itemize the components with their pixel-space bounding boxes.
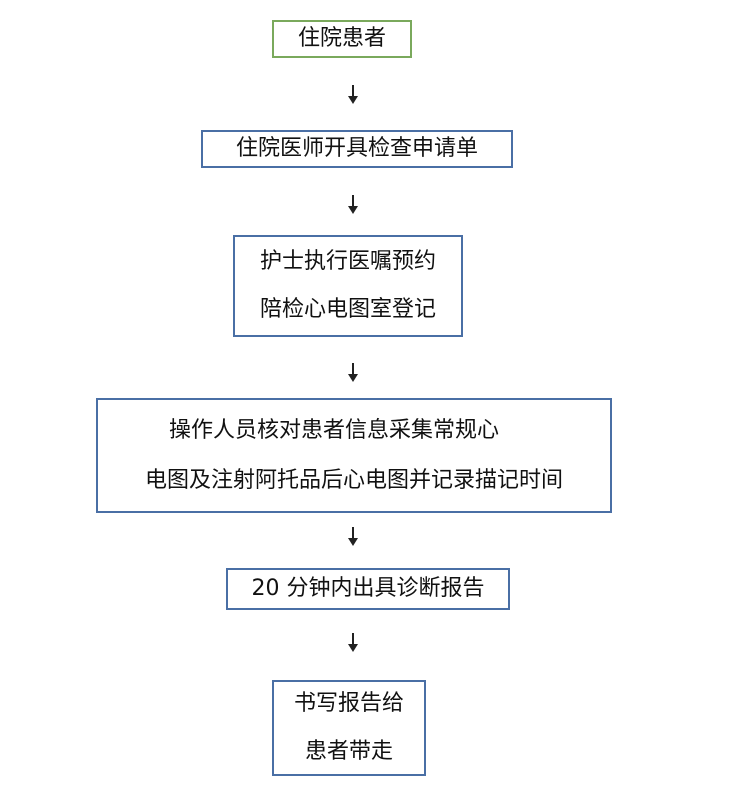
step-report-to-patient-line2: 患者带走 [304,739,393,764]
step-report-to-patient: 书写报告给 患者带走 [272,680,426,776]
step-operator-ecg-line2: 电图及注射阿托品后心电图并记录描记时间 [144,467,563,493]
arrow-4 [348,527,358,546]
step-nurse-appointment-line2: 陪检心电图室登记 [259,297,436,322]
step-diagnosis-report-text: 20 分钟内出具诊断报告 [251,576,485,601]
step-diagnosis-report: 20 分钟内出具诊断报告 [226,568,510,610]
arrow-2 [348,195,358,214]
arrow-1 [348,85,358,104]
step-nurse-appointment: 护士执行医嘱预约 陪检心电图室登记 [233,235,463,337]
step-physician-request: 住院医师开具检查申请单 [201,130,513,168]
step-inpatient-text: 住院患者 [297,26,386,51]
step-operator-ecg-line1: 操作人员核对患者信息采集常规心 [168,417,499,443]
step-operator-ecg: 操作人员核对患者信息采集常规心 电图及注射阿托品后心电图并记录描记时间 [96,398,612,513]
step-inpatient: 住院患者 [272,20,412,58]
arrow-3 [348,363,358,382]
step-report-to-patient-line1: 书写报告给 [293,691,404,716]
step-nurse-appointment-line1: 护士执行医嘱预约 [259,249,436,274]
arrow-5 [348,633,358,652]
step-physician-request-text: 住院医师开具检查申请单 [235,136,478,161]
